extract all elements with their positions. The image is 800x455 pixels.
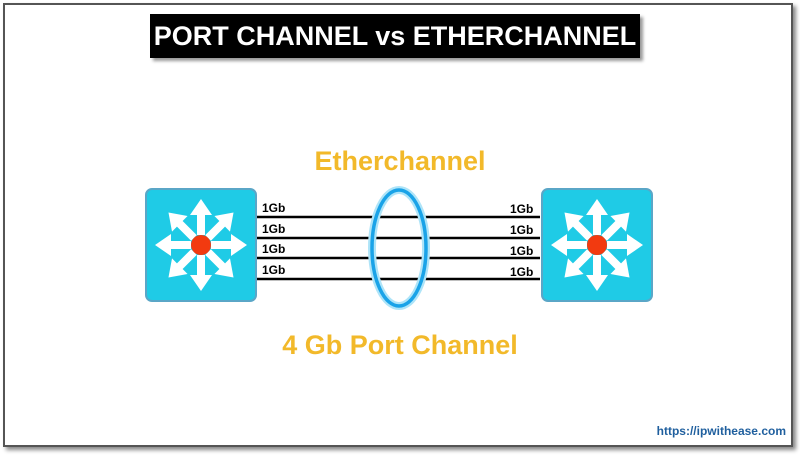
etherchannel-ellipse (370, 188, 428, 308)
link-4-right-label: 1Gb (510, 265, 534, 279)
switch-left-icon (145, 188, 257, 302)
etherchannel-label: Etherchannel (314, 146, 486, 176)
link-3-right-label: 1Gb (510, 244, 534, 258)
page-title: PORT CHANNEL vs ETHERCHANNEL (150, 14, 640, 58)
port-channel-label: 4 Gb Port Channel (282, 330, 518, 360)
site-url-link[interactable]: https://ipwithease.com (656, 424, 786, 438)
link-4-left-label: 1Gb (262, 263, 286, 277)
link-2-left-label: 1Gb (262, 222, 286, 236)
link-1-right-label: 1Gb (510, 202, 534, 216)
switch-right-icon (541, 188, 653, 302)
link-1-left-label: 1Gb (262, 201, 286, 215)
link-3-left-label: 1Gb (262, 242, 286, 256)
frame (3, 3, 793, 447)
link-2-right-label: 1Gb (510, 223, 534, 237)
